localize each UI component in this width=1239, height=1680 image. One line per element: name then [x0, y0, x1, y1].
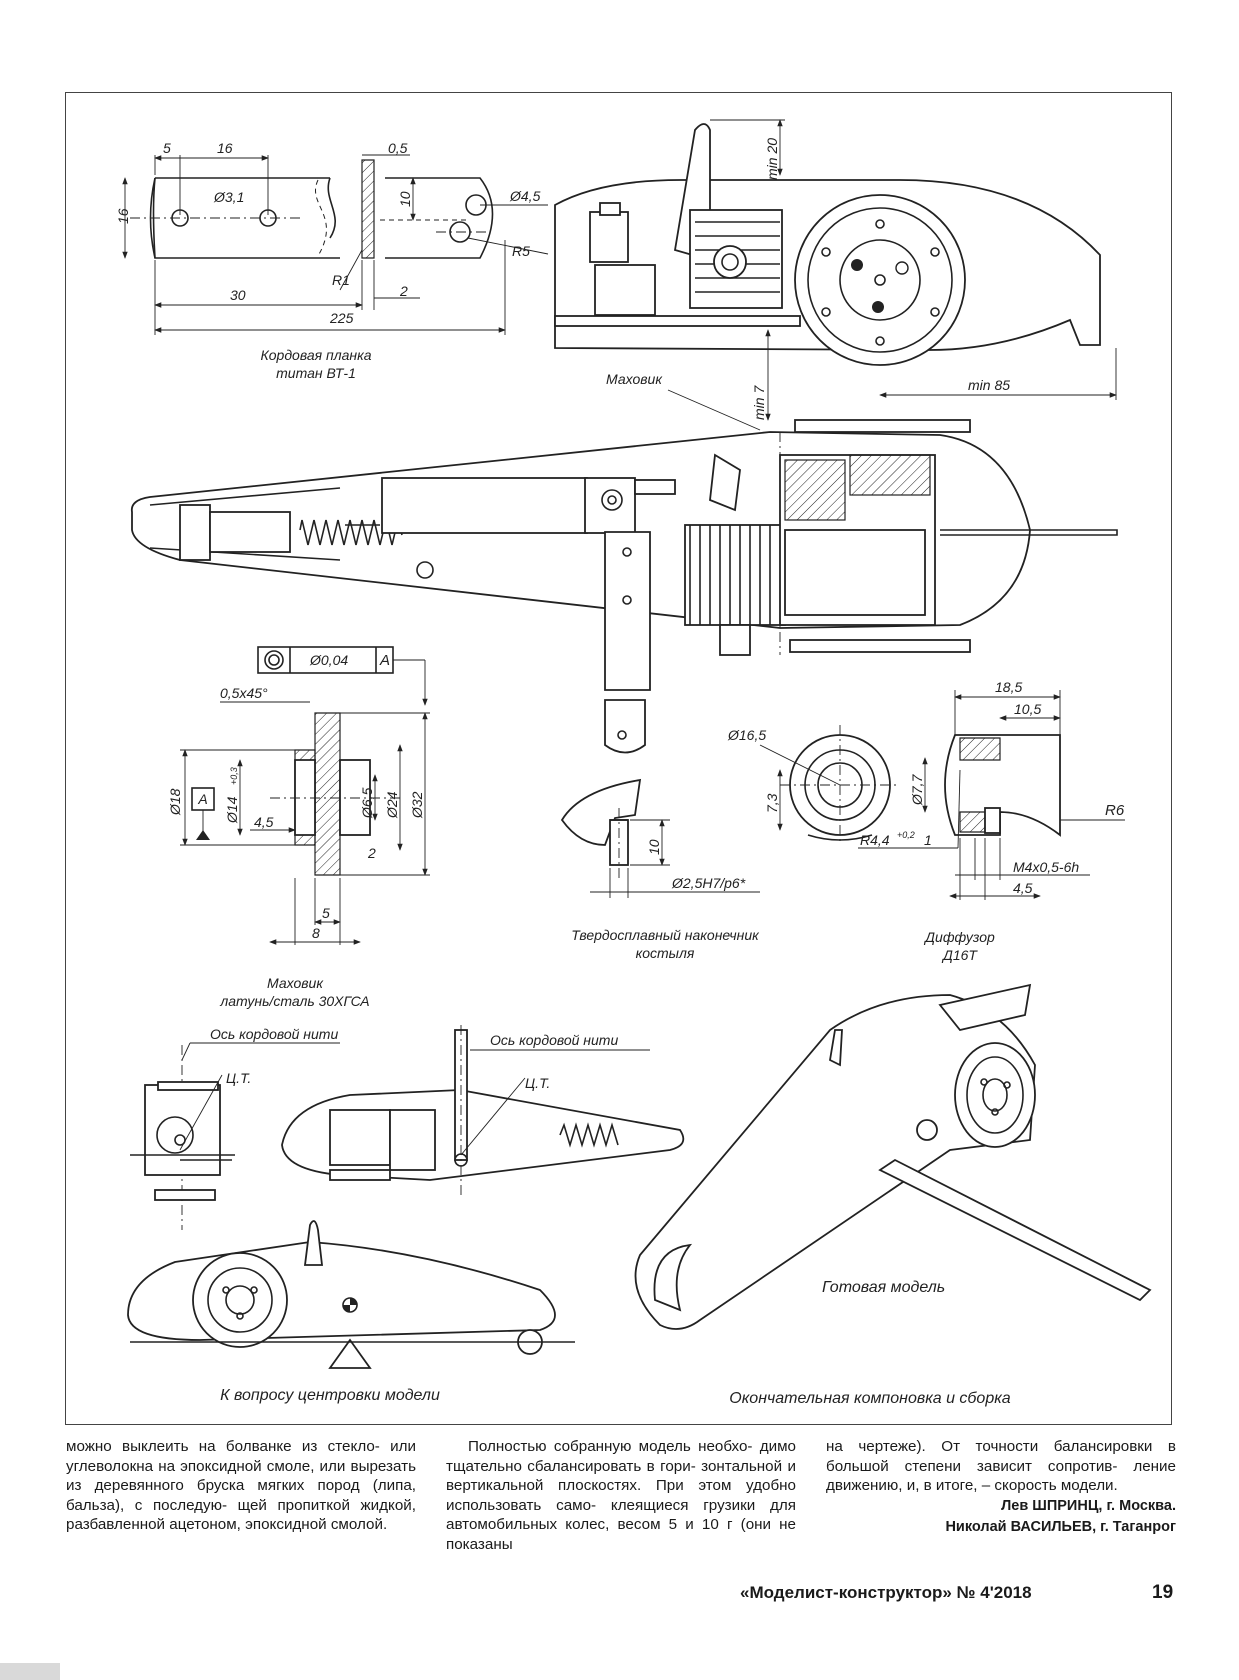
author-2: Николай ВАСИЛЬЕВ, г. Таганрог	[945, 1518, 1176, 1535]
article-column-3: на чертеже). От точности балансировки в …	[826, 1437, 1176, 1538]
diffuser-thread: M4x0,5-6h	[1013, 859, 1079, 875]
diffuser-dim-7-7: Ø7,7	[909, 773, 925, 806]
diffuser-caption-2: Д16Т	[941, 947, 978, 963]
dim-4-5: 4,5	[254, 814, 274, 830]
diffuser-dim-4-5: 4,5	[1013, 880, 1033, 896]
flywheel-part-figure: Ø0,04 A 0,5x45° Ø18 A Ø14 +0,3 4,5 Ø6,5 …	[167, 646, 430, 1009]
finished-model-label: Готовая модель	[822, 1279, 945, 1296]
diffuser-figure: Ø16,5 7,3 18,5 10,5 Ø7,7 R6 R4,4 +0,2 1 …	[727, 679, 1125, 963]
balance-caption: К вопросу центровки модели	[220, 1387, 440, 1404]
drawing-frame	[65, 92, 1172, 1425]
dim-225: 225	[329, 310, 354, 326]
diffuser-dim-10-5: 10,5	[1014, 701, 1041, 717]
diffuser-r6: R6	[1105, 802, 1125, 819]
magazine-footer: «Моделист-конструктор» № 4'2018	[740, 1583, 1032, 1602]
tip-dim-10: 10	[646, 839, 662, 855]
column-3-text: на чертеже). От точности балансировки в …	[826, 1438, 1176, 1494]
diffuser-dim-18-5: 18,5	[995, 679, 1022, 695]
column-2-text: Полностью собранную модель необхо- димо …	[446, 1438, 796, 1553]
dim-diam-18: Ø18	[167, 788, 183, 816]
dim-diam-32: Ø32	[409, 791, 425, 819]
datum-ref: A	[379, 652, 390, 669]
ct-label-2: Ц.Т.	[525, 1075, 550, 1091]
dim-r5: R5	[512, 243, 530, 259]
scan-edge	[0, 1663, 60, 1680]
diffuser-r4-4-tol: +0,2	[897, 830, 915, 840]
ct-label-1: Ц.Т.	[226, 1070, 251, 1086]
top-view-figure: min 20 min 7 min 85 Маховик	[554, 119, 1117, 431]
diffuser-r4-4: R4,4	[860, 832, 890, 848]
tip-caption-1: Твердосплавный наконечник	[571, 927, 760, 943]
dim-0-5: 0,5	[388, 140, 408, 156]
finished-model-figure: Готовая модель Окончательная компоновка …	[634, 983, 1152, 1407]
cord-plate-caption-2: титан ВТ-1	[276, 365, 356, 381]
axis-label-1: Ось кордовой нити	[210, 1026, 338, 1042]
diffuser-one: 1	[924, 832, 932, 848]
dim-5: 5	[163, 140, 171, 156]
dim-16: 16	[217, 140, 233, 156]
dim-diam-14: Ø14	[224, 796, 240, 824]
diffuser-dim-16-5: Ø16,5	[727, 727, 766, 743]
dim-10: 10	[397, 191, 413, 207]
dim-min-7: min 7	[751, 385, 767, 420]
column-1-text: можно выклеить на болванке из стекло- ил…	[66, 1438, 416, 1533]
flywheel-label-top: Маховик	[606, 371, 663, 387]
final-assembly-caption: Окончательная компоновка и сборка	[729, 1390, 1010, 1407]
tip-caption-2: костыля	[636, 945, 695, 961]
dim-min-85: min 85	[968, 377, 1010, 393]
diffuser-caption-1: Диффузор	[923, 929, 995, 945]
carbide-tip-figure: 10 Ø2,5H7/p6* Твердосплавный наконечник …	[560, 778, 760, 961]
dim-diam-6-5: Ø6,5	[359, 787, 375, 819]
flywheel-caption-1: Маховик	[267, 975, 324, 991]
technical-drawing: 5 16 0,5 16 Ø3,1 10 Ø4,5 R5 R1 2 30 225 …	[115, 119, 1152, 1407]
balance-figure: Ось кордовой нити Ц.Т. Ось кордовой нити…	[127, 1025, 685, 1404]
dim-r1: R1	[332, 272, 350, 288]
tip-fit: Ø2,5H7/p6*	[671, 875, 746, 891]
datum-a-box: A	[197, 791, 207, 807]
dim-30: 30	[230, 287, 246, 303]
cord-plate-caption-1: Кордовая планка	[261, 347, 372, 363]
dim-min-20: min 20	[764, 138, 780, 180]
article-column-1: можно выклеить на болванке из стекло- ил…	[66, 1437, 416, 1535]
dim-diam-14-tol: +0,3	[229, 767, 239, 785]
dim-16-vertical: 16	[115, 208, 131, 224]
dim-diam-4-5: Ø4,5	[509, 188, 541, 204]
page-number: 19	[1152, 1582, 1174, 1603]
side-section-figure	[130, 419, 1118, 754]
dim-diam-3-1: Ø3,1	[213, 189, 244, 205]
cord-plate-figure: 5 16 0,5 16 Ø3,1 10 Ø4,5 R5 R1 2 30 225 …	[115, 140, 549, 381]
diffuser-dim-7-3: 7,3	[764, 793, 780, 813]
dim-diam-24: Ø24	[384, 791, 400, 819]
tolerance-value: Ø0,04	[309, 652, 348, 668]
dim-2-flywheel: 2	[367, 845, 376, 861]
dim-2: 2	[399, 283, 408, 299]
chamfer-dim: 0,5x45°	[220, 685, 268, 701]
article-column-2: Полностью собранную модель необхо- димо …	[446, 1437, 796, 1554]
flywheel-caption-2: латунь/сталь 30ХГСА	[219, 993, 369, 1009]
article-text: можно выклеить на болванке из стекло- ил…	[66, 1437, 1176, 1567]
section-fins	[689, 525, 771, 625]
dim-5-flywheel: 5	[322, 905, 330, 921]
dim-8-flywheel: 8	[312, 925, 320, 941]
axis-label-2: Ось кордовой нити	[490, 1032, 618, 1048]
author-1: Лев ШПРИНЦ, г. Москва.	[1001, 1497, 1176, 1514]
